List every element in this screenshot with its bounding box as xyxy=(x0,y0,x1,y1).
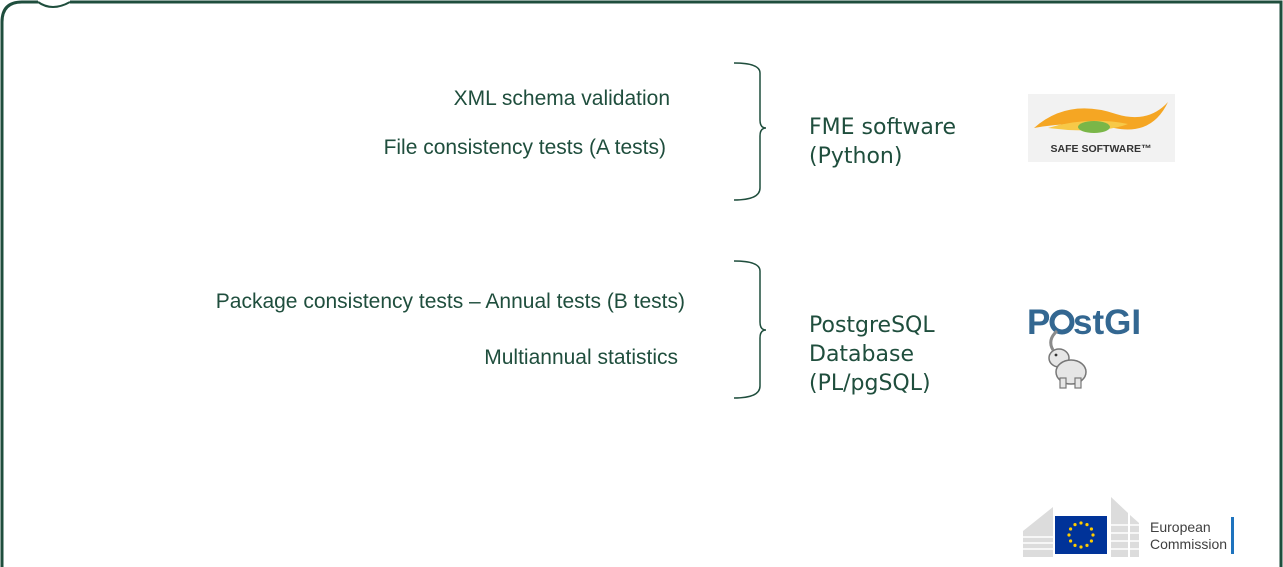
safe-software-logo: SAFE SOFTWARE™ xyxy=(1028,94,1175,162)
tool-postgresql-line2: Database xyxy=(809,342,914,367)
tool-postgresql-line1: PostgreSQL xyxy=(809,313,935,338)
test-file-consistency: File consistency tests (A tests) xyxy=(383,136,666,159)
tool-postgresql-line3: (PL/pgSQL) xyxy=(809,371,931,396)
brace-group1 xyxy=(733,62,767,201)
svg-text:European: European xyxy=(1150,519,1211,535)
tool-fme: FME software (Python) xyxy=(809,113,956,171)
svg-text:Commission: Commission xyxy=(1150,536,1227,552)
tool-fme-line2: (Python) xyxy=(809,144,903,169)
svg-text:SAFE SOFTWARE™: SAFE SOFTWARE™ xyxy=(1051,143,1152,155)
tool-postgresql: PostgreSQL Database (PL/pgSQL) xyxy=(809,311,935,398)
test-multiannual-statistics: Multiannual statistics xyxy=(484,346,678,369)
european-commission-logo: European Commission xyxy=(1023,497,1258,557)
postgis-logo: P stGIS xyxy=(1027,303,1140,389)
brace-group2 xyxy=(733,260,767,399)
ec-building-icon: European Commission xyxy=(1023,497,1234,557)
test-package-consistency: Package consistency tests – Annual tests… xyxy=(215,290,685,313)
test-xml-schema-validation: XML schema validation xyxy=(453,87,670,110)
svg-text:P: P xyxy=(1027,303,1050,342)
svg-text:stGIS: stGIS xyxy=(1073,303,1140,342)
tool-fme-line1: FME software xyxy=(809,115,957,140)
